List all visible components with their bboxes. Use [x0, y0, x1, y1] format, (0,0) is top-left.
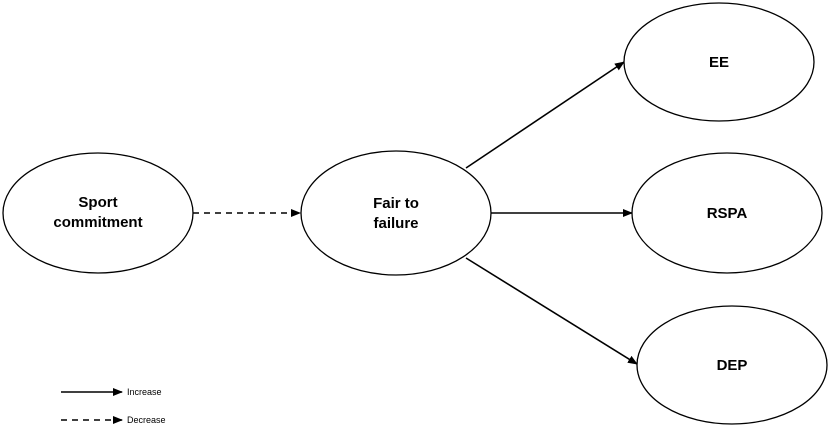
node-fair-to-failure-label-line2: failure	[373, 215, 418, 232]
node-sport-commitment-label-line2: commitment	[53, 214, 142, 231]
legend: Increase Decrease	[61, 387, 166, 425]
node-fair-to-failure-label-line1: Fair to	[373, 195, 419, 212]
legend-increase-label: Increase	[127, 387, 162, 397]
legend-item-decrease: Decrease	[61, 415, 166, 425]
node-sport-commitment: Sport commitment	[2, 152, 194, 274]
node-sport-commitment-label-line1: Sport	[78, 194, 117, 211]
node-ee-label: EE	[709, 54, 729, 71]
edge-fair-to-failure-to-dep	[465, 257, 638, 365]
edge-fair-to-failure-to-ee	[465, 61, 625, 169]
legend-decrease-label: Decrease	[127, 415, 166, 425]
node-rspa-label: RSPA	[707, 205, 748, 222]
node-rspa: RSPA	[631, 152, 823, 274]
node-fair-to-failure: Fair to failure	[300, 150, 492, 276]
node-dep: DEP	[636, 305, 828, 425]
legend-item-increase: Increase	[61, 387, 162, 397]
node-ee: EE	[623, 2, 815, 122]
node-dep-label: DEP	[717, 357, 748, 374]
